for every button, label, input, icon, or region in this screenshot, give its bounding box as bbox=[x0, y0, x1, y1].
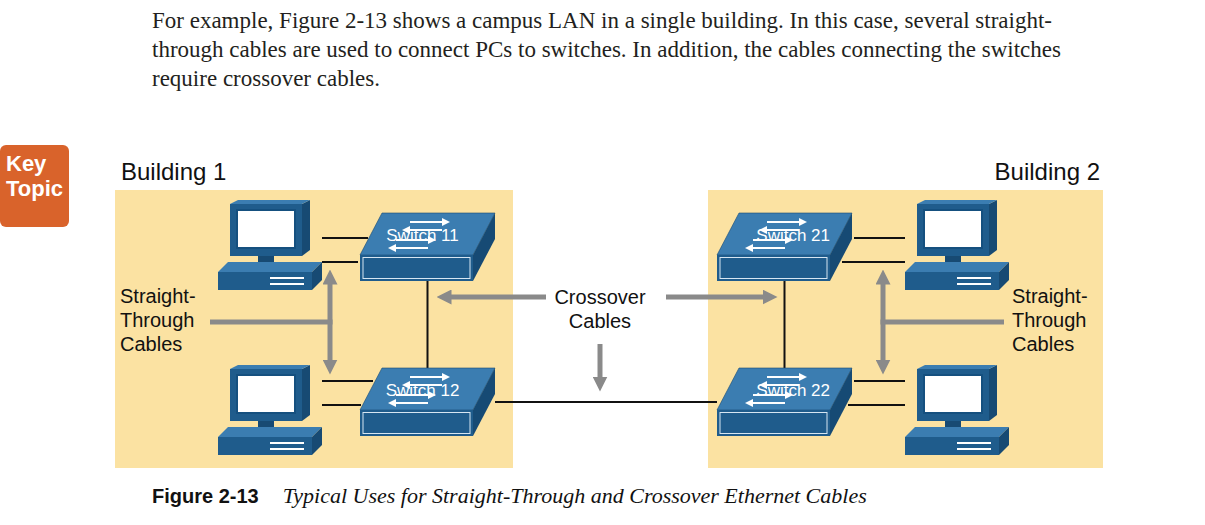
pointer-arrow bbox=[447, 295, 546, 300]
body-paragraph: For example, Figure 2-13 shows a campus … bbox=[152, 6, 1097, 93]
switch-side bbox=[473, 213, 495, 281]
pc-cable bbox=[854, 380, 905, 382]
pointer-line bbox=[210, 320, 333, 325]
node-text: Switch 12 bbox=[360, 380, 485, 402]
crossover-cable bbox=[427, 281, 429, 368]
pc-cable bbox=[322, 261, 358, 263]
node-text: Building 2 bbox=[708, 158, 1103, 186]
switch-side bbox=[473, 368, 495, 436]
pc-cable bbox=[854, 237, 905, 239]
switch-label-frame bbox=[720, 413, 827, 434]
pointer-arrow bbox=[598, 344, 603, 381]
crossover-cable bbox=[495, 401, 717, 403]
cable-callout-holder: Straight-Through Cables bbox=[120, 284, 196, 356]
body-paragraph-holder: For example, Figure 2-13 shows a campus … bbox=[152, 6, 1097, 93]
pc-icon bbox=[905, 365, 1009, 455]
switch-arrow bbox=[388, 399, 428, 407]
switch-arrow bbox=[767, 373, 807, 381]
switch-arrow bbox=[745, 399, 785, 407]
node-text: Key Topic bbox=[6, 151, 63, 201]
switch-top bbox=[360, 368, 495, 410]
switch-icon: Switch 21 bbox=[717, 213, 852, 281]
switch-top bbox=[360, 213, 495, 255]
switch-front bbox=[360, 255, 473, 281]
caption-row: Figure 2-13 Typical Uses for Straight-Thr… bbox=[152, 483, 867, 509]
switch-side bbox=[830, 368, 852, 436]
switch-top bbox=[717, 368, 852, 410]
crossover-cable bbox=[784, 281, 786, 368]
switch-label-frame bbox=[363, 413, 470, 434]
switch-side bbox=[830, 213, 852, 281]
pc-cable bbox=[848, 404, 905, 406]
pointer-arrow bbox=[328, 280, 333, 364]
node-text: Switch 11 bbox=[360, 225, 485, 247]
switch-icon: Switch 11 bbox=[360, 213, 495, 281]
figure-number: Figure 2-13 bbox=[152, 483, 259, 509]
cable-callout-holder: Crossover Cables bbox=[554, 285, 645, 333]
switch-arrow bbox=[767, 218, 807, 226]
switch-label-frame bbox=[363, 258, 470, 279]
switch-icon: Switch 12 bbox=[360, 368, 495, 436]
switch-outline bbox=[717, 368, 852, 436]
switch-front bbox=[717, 410, 830, 436]
pc-cable bbox=[322, 237, 368, 239]
pointer-line bbox=[881, 320, 1005, 325]
cable-callout: Crossover Cables bbox=[554, 285, 645, 333]
pc-cable bbox=[842, 261, 905, 263]
node-text: Building 1 bbox=[115, 158, 513, 186]
cable-callout: Straight-Through Cables bbox=[1012, 284, 1088, 356]
pc-cable bbox=[322, 380, 373, 382]
switch-arrow bbox=[388, 244, 428, 252]
figure-number-holder: Figure 2-13 bbox=[152, 483, 259, 509]
cable-callout: Straight-Through Cables bbox=[120, 284, 196, 356]
figure-caption: Typical Uses for Straight-Through and Cr… bbox=[283, 483, 867, 509]
switch-icon: Switch 22 bbox=[717, 368, 852, 436]
switch-outline bbox=[717, 213, 852, 281]
switch-label-frame bbox=[720, 258, 827, 279]
pc-icon bbox=[218, 200, 322, 290]
switch-front bbox=[717, 255, 830, 281]
pc-icon bbox=[218, 365, 322, 455]
cable-callout-holder: Straight-Through Cables bbox=[1012, 284, 1088, 356]
switch-arrow bbox=[410, 373, 450, 381]
pointer-arrow bbox=[666, 295, 767, 300]
pc-icon bbox=[905, 200, 1009, 290]
switch-arrow bbox=[410, 218, 450, 226]
switch-front bbox=[360, 410, 473, 436]
switch-top bbox=[717, 213, 852, 255]
node-text: Switch 21 bbox=[717, 225, 833, 247]
pc-cable bbox=[322, 404, 361, 406]
switch-outline bbox=[360, 368, 495, 436]
switch-outline bbox=[360, 213, 495, 281]
switch-arrow bbox=[745, 244, 785, 252]
node-text: Switch 22 bbox=[717, 380, 833, 402]
key-topic-badge: Key Topic bbox=[0, 145, 69, 227]
